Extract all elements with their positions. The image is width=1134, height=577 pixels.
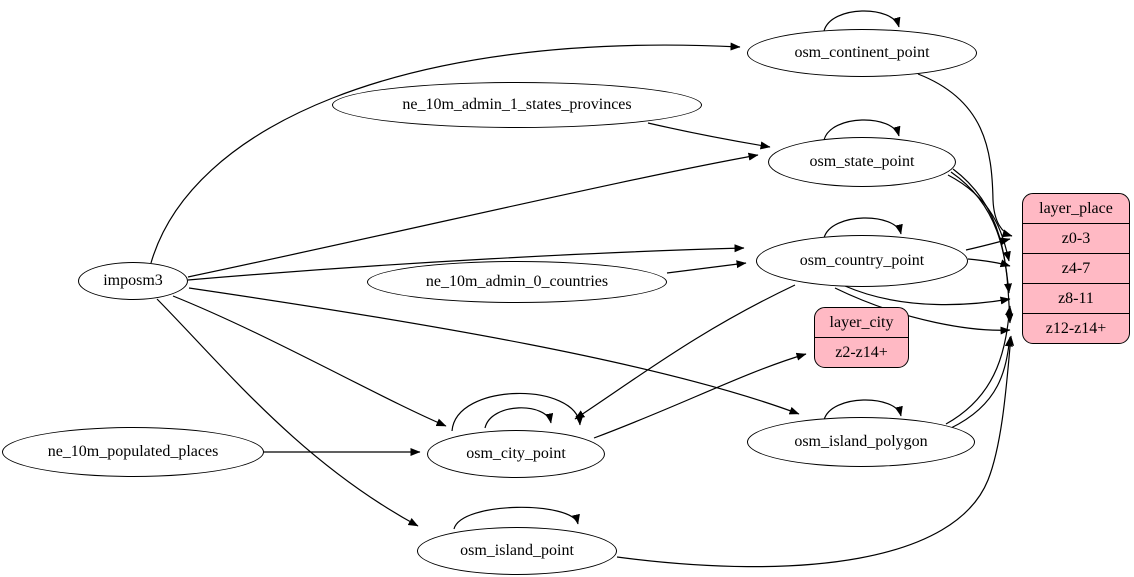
record-title: layer_place <box>1023 194 1129 224</box>
node-label: osm_city_point <box>466 445 566 462</box>
node-label: ne_10m_admin_1_states_provinces <box>402 96 632 113</box>
record-row-z8-11: z8-11 <box>1023 284 1129 314</box>
record-title: layer_city <box>815 308 908 338</box>
record-row-z2-z14: z2-z14+ <box>835 344 888 361</box>
edge-osm-continent-point-self-loop <box>823 10 901 32</box>
edge-osm-country-point-to-osm-city-point <box>574 284 796 420</box>
node-ne-10m-populated-places: ne_10m_populated_places <box>2 427 264 477</box>
edge-ne-10m-admin-0-countries-to-osm-country-point <box>666 260 747 274</box>
node-label: osm_state_point <box>809 153 915 170</box>
edge-imposm3-to-osm-continent-point <box>150 42 741 264</box>
node-label: osm_continent_point <box>794 44 930 61</box>
node-osm-city-point: osm_city_point <box>427 430 605 478</box>
edge-osm-island-point-self-loop <box>453 506 580 530</box>
edge-osm-city-point-self-loop-2 <box>484 407 554 429</box>
edge-osm-country-point-to-layer-place-z8-11 <box>844 285 1011 306</box>
edge-osm-country-point-to-layer-place-z0-3 <box>965 237 1011 251</box>
edge-osm-island-polygon-to-layer-place-z8-11 <box>945 305 1014 425</box>
node-label: ne_10m_admin_0_countries <box>425 273 609 290</box>
node-label: imposm3 <box>103 272 163 289</box>
edge-osm-state-point-to-layer-place-z8-11 <box>950 171 1012 294</box>
edge-imposm3-to-osm-island-point <box>156 298 419 527</box>
node-osm-island-point: osm_island_point <box>417 527 617 575</box>
node-label: osm_island_polygon <box>794 433 928 450</box>
node-label: osm_country_point <box>799 252 925 269</box>
record-row-z12-z14: z12-z14+ <box>1045 320 1107 337</box>
edge-imposm3-to-osm-state-point <box>187 152 759 278</box>
node-label: osm_island_point <box>460 542 574 559</box>
edge-osm-country-point-to-layer-place-z4-7 <box>967 258 1011 268</box>
edge-ne-10m-admin-1-states-provinces-to-osm-state-point <box>647 122 771 150</box>
node-osm-continent-point: osm_continent_point <box>747 29 977 77</box>
edge-osm-city-point-self-loop <box>451 392 584 432</box>
edge-osm-state-point-to-layer-place-z4-7 <box>947 174 1011 262</box>
edge-imposm3-to-osm-island-polygon <box>188 287 800 415</box>
record-row-z0-3: z0-3 <box>1023 224 1129 254</box>
node-label: ne_10m_populated_places <box>47 443 219 460</box>
node-osm-state-point: osm_state_point <box>768 137 956 187</box>
node-ne-10m-admin-0-countries: ne_10m_admin_0_countries <box>367 261 667 303</box>
record-layer-city: layer_city z2-z14+ <box>814 307 909 368</box>
node-osm-island-polygon: osm_island_polygon <box>747 417 975 467</box>
edge-osm-island-polygon-to-layer-place-z12-z14 <box>950 336 1013 429</box>
node-imposm3: imposm3 <box>78 262 188 300</box>
node-ne-10m-admin-1-states-provinces: ne_10m_admin_1_states_provinces <box>332 82 702 128</box>
edge-osm-state-point-to-layer-place-z12-z14 <box>952 168 1014 324</box>
edge-imposm3-to-osm-city-point <box>172 295 447 427</box>
node-osm-country-point: osm_country_point <box>756 235 968 287</box>
record-row-z4-7: z4-7 <box>1023 254 1129 284</box>
